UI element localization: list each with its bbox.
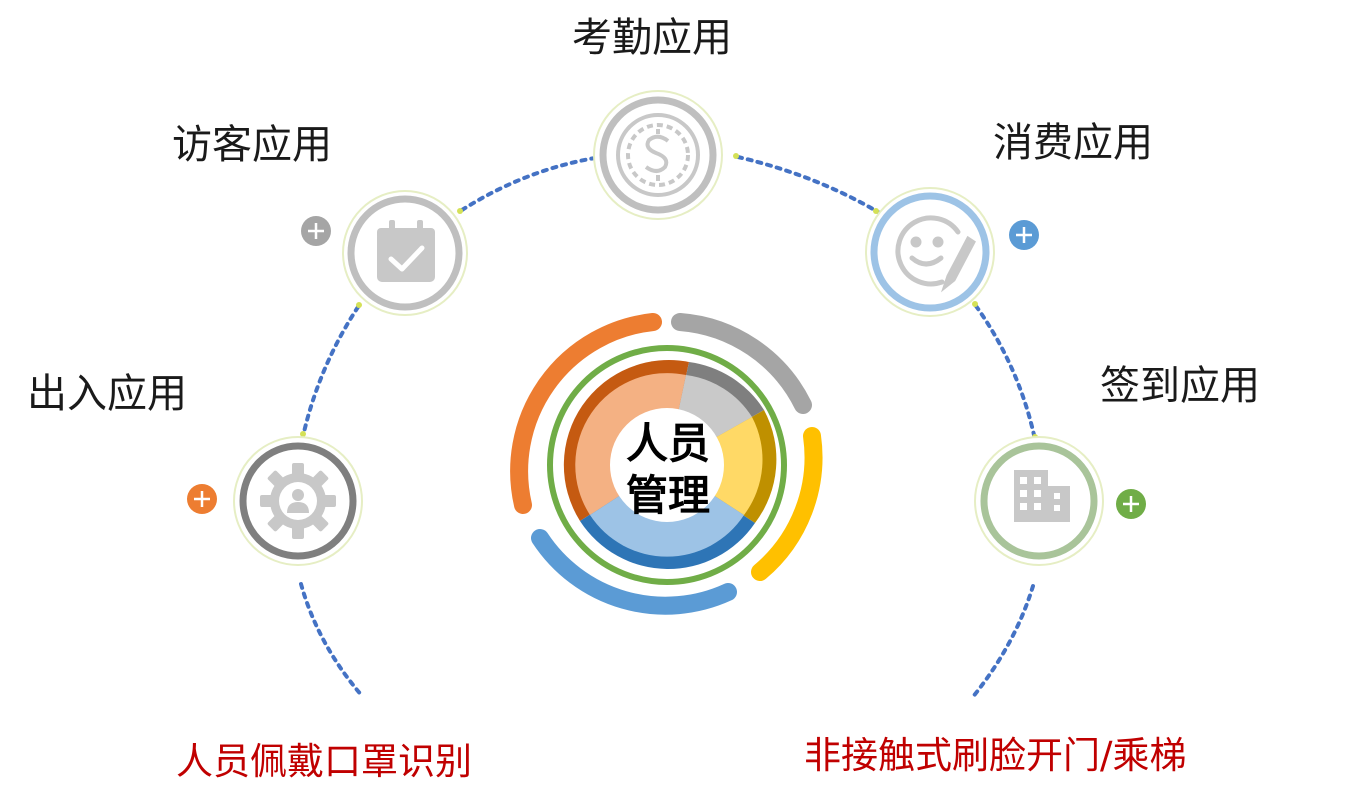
center-title-line1: 人员	[625, 419, 710, 468]
calendar-check-icon	[377, 220, 435, 282]
center-disc	[610, 408, 724, 522]
center-title-line2: 管理	[625, 471, 710, 520]
connector-xiaofei-qiandao	[974, 304, 1036, 437]
center-hub	[510, 313, 823, 615]
connector-dot	[356, 302, 362, 308]
label-contactless-entry: 非接触式刷脸开门/乘梯	[804, 734, 1187, 777]
label-kaoqin: 考勤应用	[572, 15, 732, 61]
center-title: 人员 管理	[608, 418, 728, 522]
outer-arc-gray	[671, 313, 812, 414]
label-mask-recognition: 人员佩戴口罩识别	[176, 740, 472, 783]
connector-kaoqin-xiaofei	[736, 155, 880, 214]
building-icon	[1014, 470, 1070, 522]
node-kaoqin[interactable]	[593, 90, 723, 220]
node-xiaofei[interactable]	[865, 187, 1039, 317]
xiaofei-plus-icon[interactable]	[1009, 220, 1039, 250]
connector-dot	[733, 153, 739, 159]
node-fangke[interactable]	[301, 190, 468, 316]
connector-dot	[300, 431, 306, 437]
label-churu: 出入应用	[27, 371, 187, 417]
connector-fangke-kaoqin	[460, 156, 597, 212]
label-fangke: 访客应用	[172, 122, 332, 168]
smiley-pen-icon	[895, 215, 976, 293]
coin-icon	[616, 113, 700, 197]
connector-dot	[972, 301, 978, 307]
connector-arcs	[299, 155, 1036, 700]
connector-qiandao-contactless	[970, 584, 1035, 700]
connector-dot	[457, 208, 463, 214]
gear-person-icon	[260, 463, 336, 539]
outer-arc-orange	[510, 313, 662, 514]
node-churu[interactable]	[187, 436, 363, 566]
node-qiandao[interactable]	[974, 436, 1146, 566]
connector-churu-mask	[299, 582, 365, 699]
label-xiaofei: 消费应用	[993, 120, 1153, 166]
outer-arc-yellow	[751, 427, 823, 581]
connector-fangke-churu	[302, 305, 360, 434]
outer-arc-blue	[531, 529, 737, 615]
fangke-plus-icon[interactable]	[301, 216, 331, 246]
qiandao-plus-icon[interactable]	[1116, 489, 1146, 519]
connector-dot	[873, 208, 879, 214]
green-ring	[547, 345, 787, 585]
label-qiandao: 签到应用	[1100, 363, 1260, 409]
churu-plus-icon[interactable]	[187, 484, 217, 514]
